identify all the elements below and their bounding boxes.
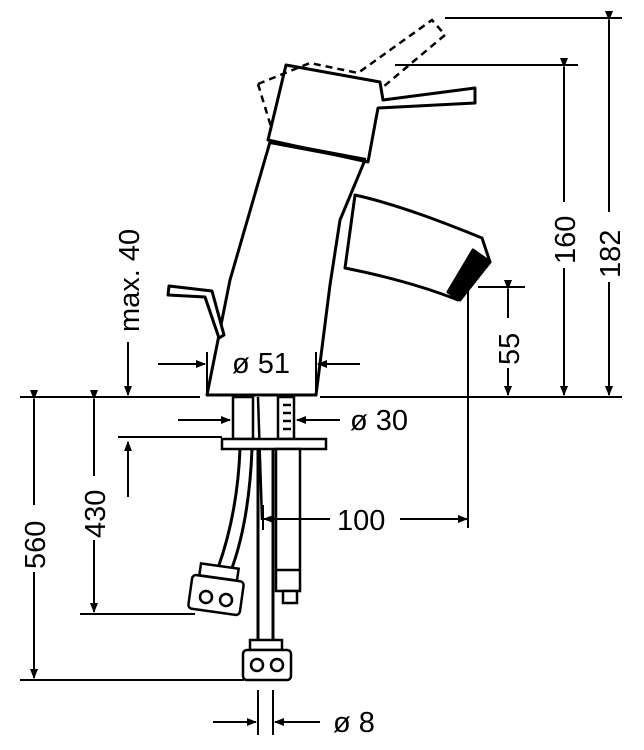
label-length-430: 430 [80, 490, 112, 538]
label-height-160: 160 [550, 216, 582, 264]
label-length-560: 560 [20, 521, 52, 569]
dimension-lines [20, 11, 622, 735]
lever-raised-outline [256, 18, 447, 131]
lever-handle [266, 63, 477, 164]
under-counter-fittings [187, 395, 328, 682]
label-height-55: 55 [494, 333, 526, 365]
label-length-100: 100 [337, 505, 385, 537]
label-diameter-8: ø 8 [333, 707, 375, 739]
popup-rod [166, 284, 226, 340]
label-diameter-51: ø 51 [232, 348, 290, 380]
label-diameter-30: ø 30 [350, 405, 408, 437]
label-height-182: 182 [595, 230, 627, 278]
label-max-40: max. 40 [114, 229, 146, 332]
faucet-body [205, 140, 492, 397]
